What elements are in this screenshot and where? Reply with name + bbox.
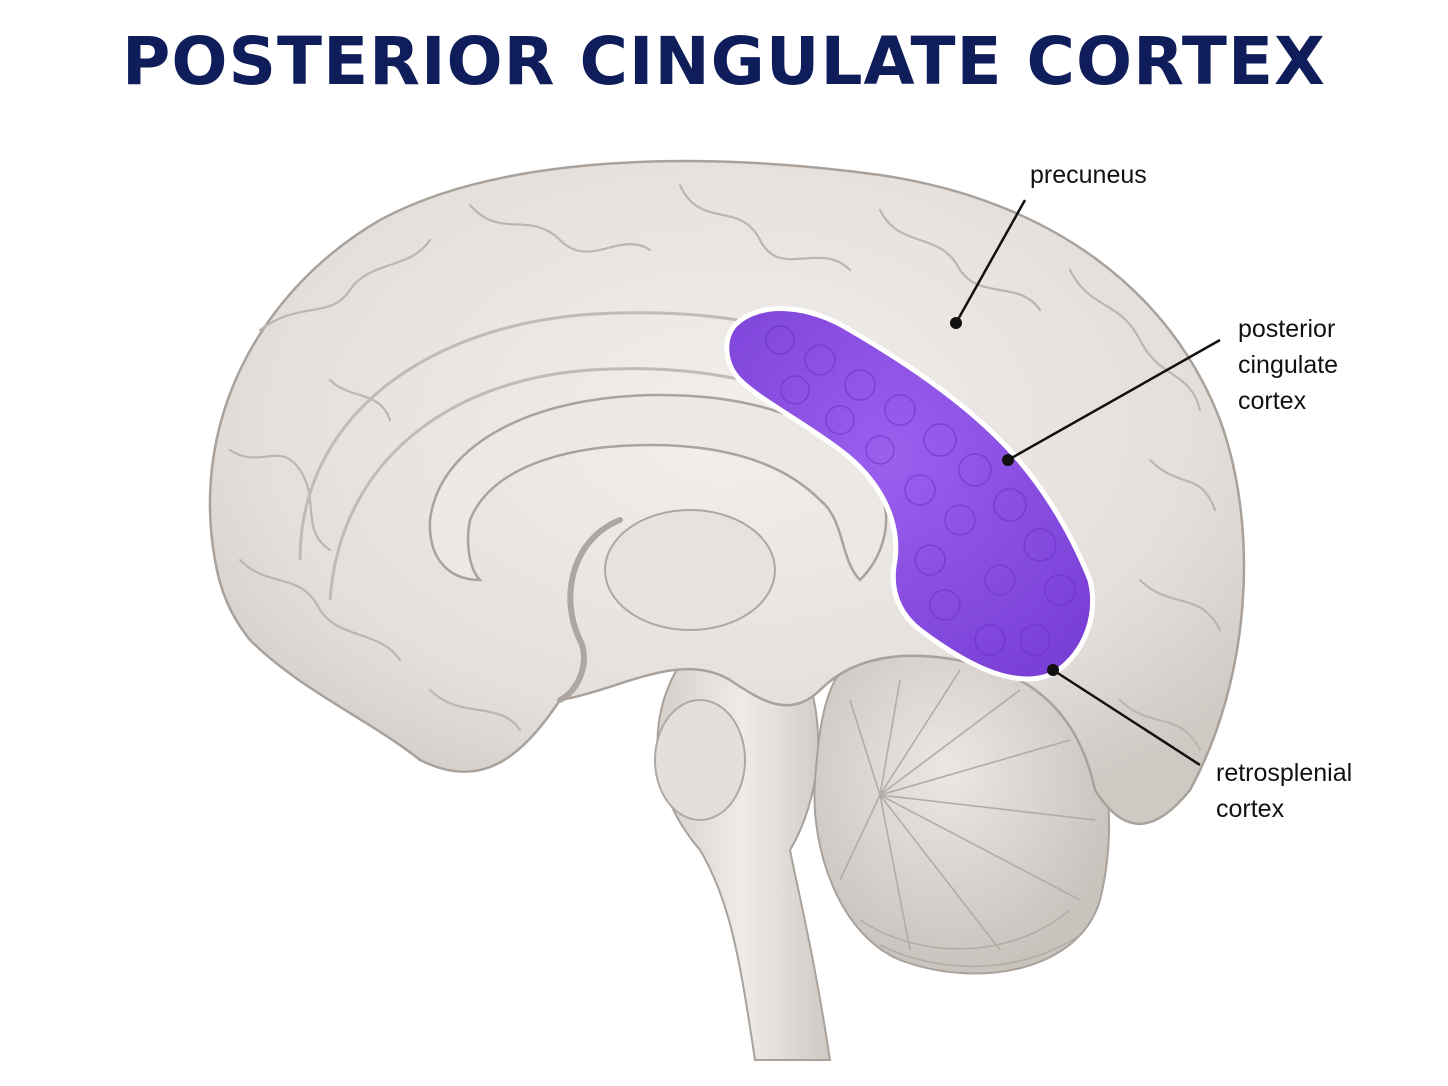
corpus-callosum: [428, 393, 888, 582]
diagram-title: POSTERIOR CINGULATE CORTEX: [122, 23, 1326, 100]
highlight-texture: [765, 325, 1076, 656]
posterior-cingulate-label: posterior cingulate cortex: [1238, 315, 1339, 415]
retrosplenial-marker-dot: [1047, 664, 1059, 676]
posterior-cingulate-leader: [1007, 338, 1221, 462]
posterior-cingulate-highlight: [724, 306, 1096, 682]
precuneus-leader: [954, 199, 1027, 324]
precuneus-marker-dot: [950, 317, 962, 329]
fornix: [557, 517, 623, 703]
thalamus: [604, 509, 776, 631]
retrosplenial-leader: [1052, 668, 1201, 767]
precuneus-label: precuneus: [1030, 161, 1147, 189]
brainstem: [654, 648, 832, 1061]
cerebellum: [813, 634, 1111, 975]
retrosplenial-label: retrosplenial cortex: [1216, 759, 1353, 823]
posterior-cingulate-marker-dot: [1002, 454, 1014, 466]
leader-lines: [954, 199, 1221, 767]
